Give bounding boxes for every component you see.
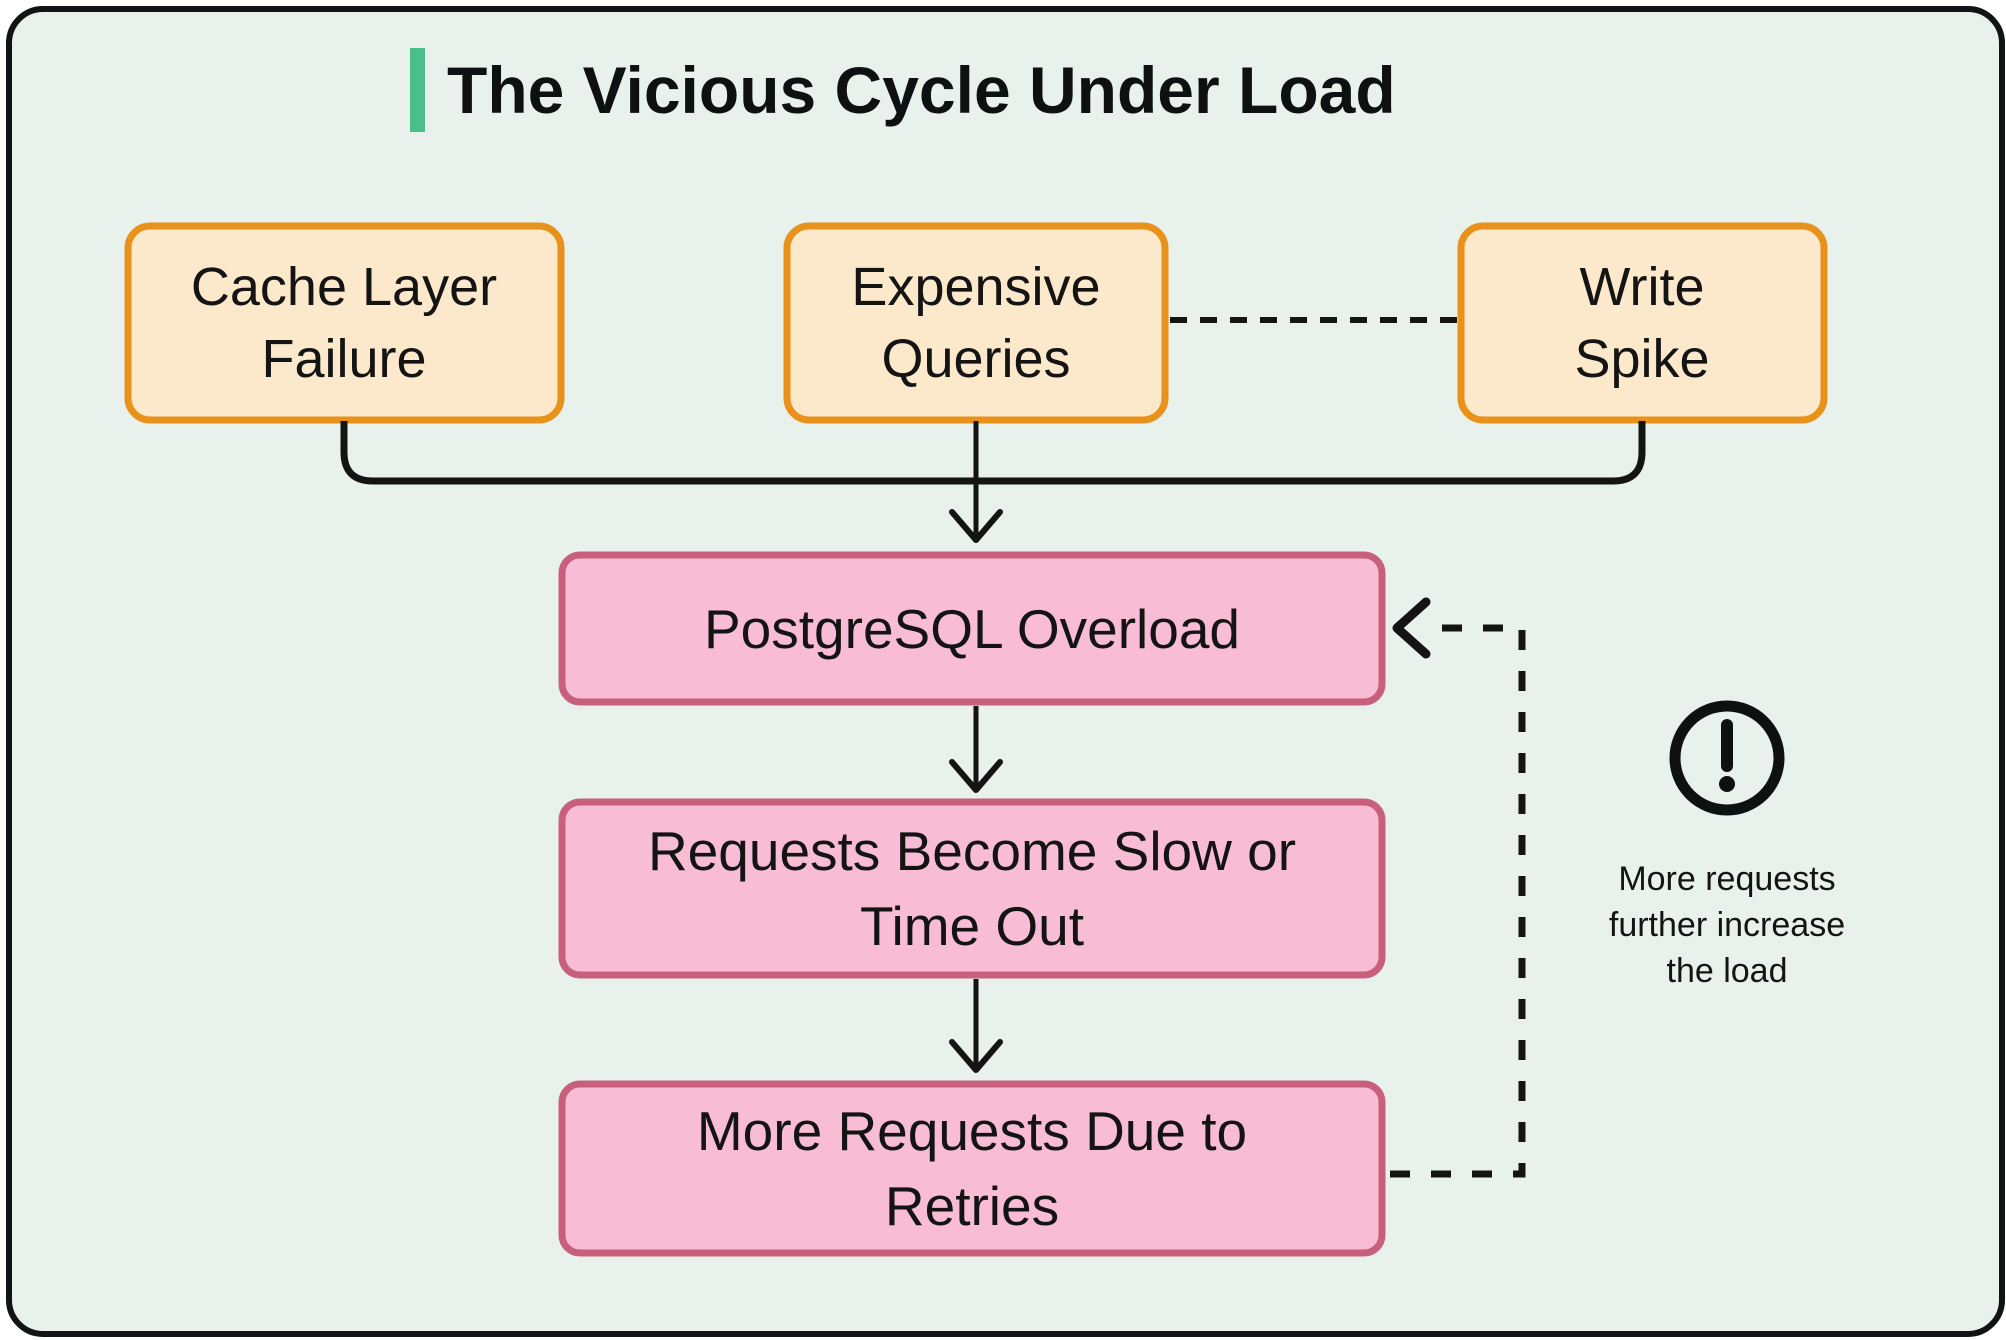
node-label: Requests Become Slow or (648, 820, 1296, 882)
node-write-spike (1457, 222, 1828, 424)
node-label: Write (1579, 257, 1704, 317)
node-postgresql-overload (558, 551, 1386, 706)
node-expensive-queries (783, 222, 1169, 424)
arrowhead-down-icon (949, 1039, 1003, 1073)
title-accent-bar (410, 48, 425, 132)
feedback-note: the load (1667, 952, 1788, 990)
node-more-requests (558, 1080, 1386, 1257)
feedback-note: More requests (1618, 860, 1835, 898)
node-label: More Requests Due to (697, 1100, 1247, 1162)
node-cache-layer-failure (124, 222, 565, 424)
exclamation-circle-icon (1669, 700, 1785, 816)
feedback-note: further increase (1609, 906, 1845, 944)
node-label: Queries (881, 329, 1070, 389)
arrowhead-down-icon (949, 759, 1003, 793)
page-title: The Vicious Cycle Under Load (447, 53, 1396, 127)
edge-causes-merge (340, 421, 1646, 485)
node-label: Time Out (860, 895, 1084, 957)
node-requests-slow (558, 798, 1386, 979)
arrowhead-down-icon (949, 509, 1003, 543)
node-label: PostgreSQL Overload (704, 598, 1240, 660)
node-label: Spike (1574, 329, 1709, 389)
node-label: Cache Layer (191, 257, 497, 317)
node-label: Failure (261, 329, 426, 389)
arrowhead-left-icon (1392, 597, 1431, 659)
node-label: Expensive (851, 257, 1100, 317)
node-label: Retries (885, 1175, 1059, 1237)
